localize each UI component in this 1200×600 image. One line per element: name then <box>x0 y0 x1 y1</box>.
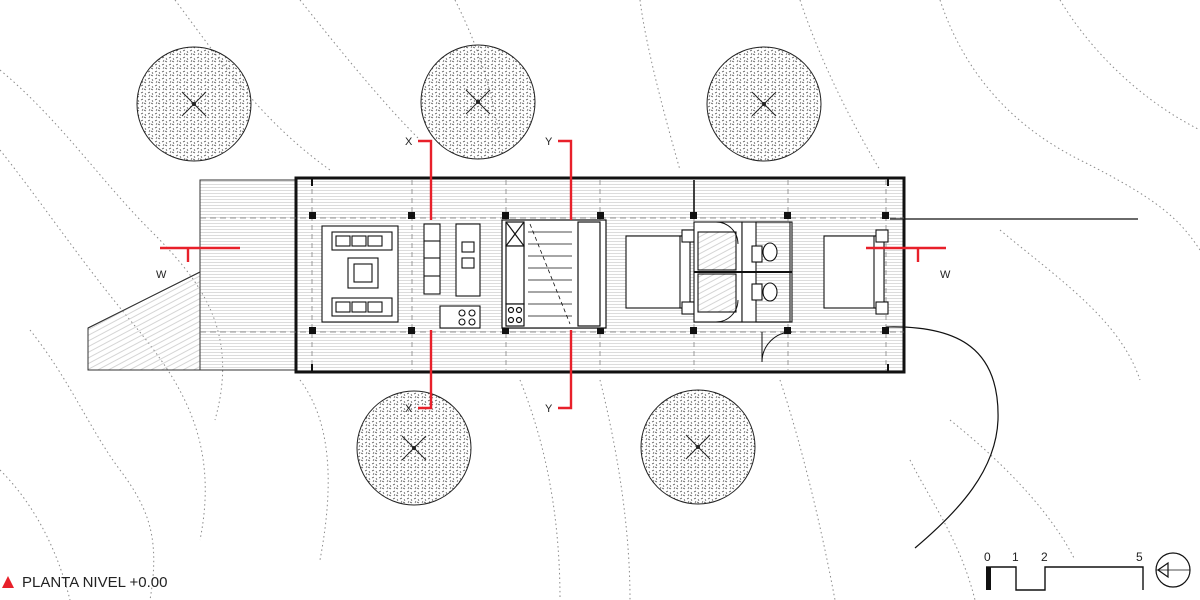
section-y-top <box>558 139 573 220</box>
section-labels: X X Y Y W W <box>156 136 951 415</box>
tree <box>420 44 536 160</box>
scale-label: 2 <box>1041 550 1048 564</box>
tree <box>136 46 252 162</box>
living-area <box>321 225 399 323</box>
section-label-w-left: W <box>156 269 167 281</box>
drawing-title: PLANTA NIVEL +0.00 <box>2 574 168 591</box>
section-x-top <box>418 139 433 220</box>
section-label-x-bottom: X <box>405 403 413 415</box>
site-lines <box>885 218 1138 549</box>
north-arrow-icon <box>1155 552 1191 588</box>
kitchen-area <box>423 223 481 329</box>
section-label-y-top: Y <box>545 136 553 148</box>
section-x-bottom <box>418 330 433 410</box>
tree <box>640 389 756 505</box>
section-y-bottom <box>558 330 573 410</box>
scale-label: 0 <box>984 550 991 564</box>
section-markers <box>160 139 946 410</box>
red-triangle-icon <box>2 576 14 588</box>
drawing-title-text: PLANTA NIVEL +0.00 <box>22 574 168 591</box>
section-label-w-right: W <box>940 269 951 281</box>
scale-label: 1 <box>1012 550 1019 564</box>
scale-bar: 0 1 2 5 <box>984 550 1144 591</box>
bedroom-1 <box>625 180 695 315</box>
tree <box>706 46 822 162</box>
scale-label: 5 <box>1136 550 1143 564</box>
bathrooms <box>693 221 793 363</box>
trees <box>136 44 822 506</box>
section-label-y-bottom: Y <box>545 403 553 415</box>
bedroom-2 <box>823 229 889 315</box>
section-label-x-top: X <box>405 136 413 148</box>
tree <box>356 390 472 506</box>
stair-core <box>501 219 607 329</box>
entry-deck <box>87 179 297 371</box>
